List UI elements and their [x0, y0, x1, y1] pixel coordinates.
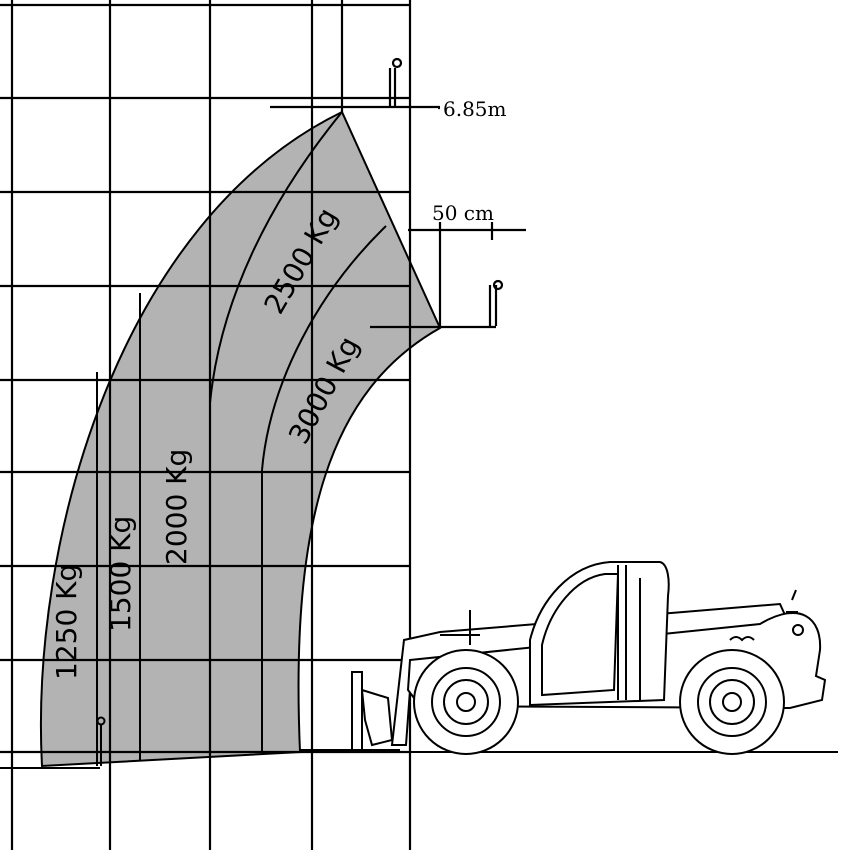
load-zone-area — [39, 110, 442, 768]
ground-fork — [0, 716, 106, 769]
max-height-marker — [270, 57, 440, 110]
zone-label-1500: 1500 Kg — [104, 516, 137, 632]
telehandler-icon — [300, 561, 827, 755]
offset-label: 50 cm — [432, 201, 494, 225]
grid — [0, 0, 412, 850]
zone-boundaries — [96, 111, 387, 762]
offset-marker — [370, 222, 526, 329]
max-height-label: 6.85m — [443, 97, 507, 121]
zone-label-1250: 1250 Kg — [50, 564, 83, 680]
zone-label-2000: 2000 Kg — [160, 449, 193, 565]
